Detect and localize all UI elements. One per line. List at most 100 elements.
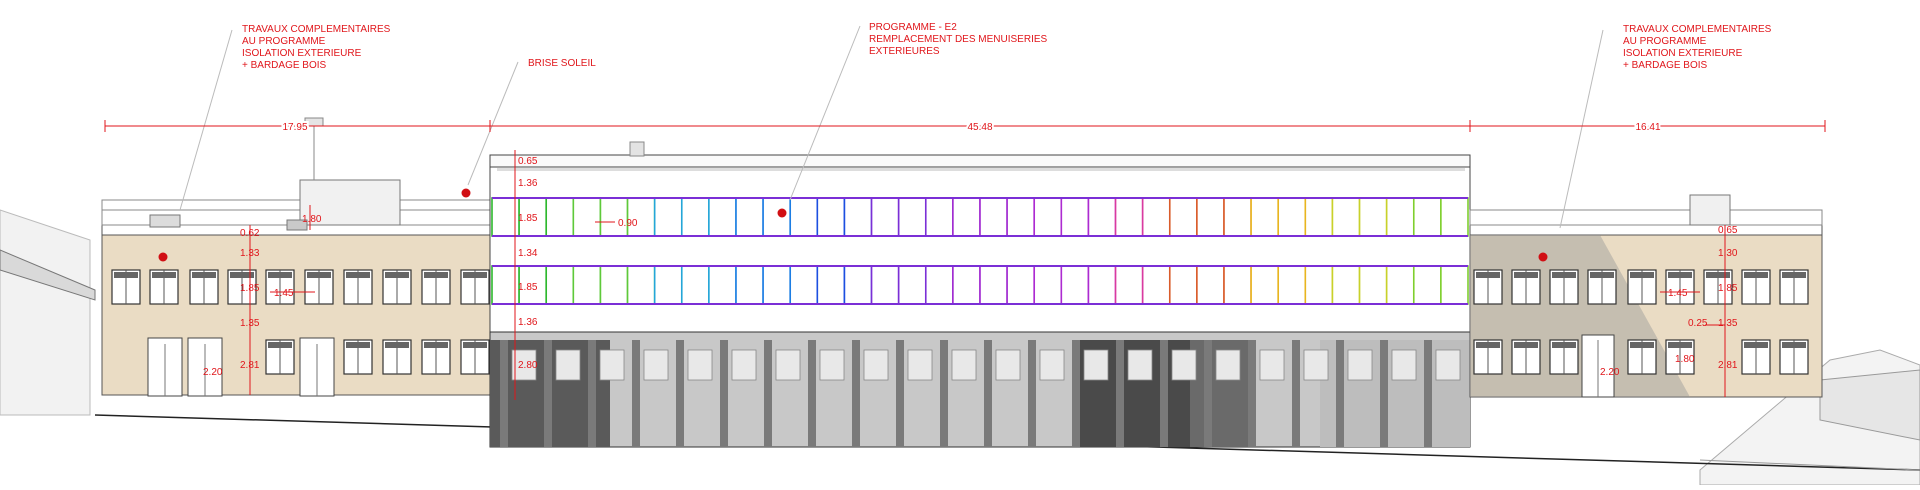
- colored-window: [1385, 197, 1415, 237]
- left-wing-lower-windows: [265, 339, 490, 375]
- pillar: [852, 340, 860, 447]
- pillar: [1292, 340, 1300, 447]
- window-frame-top: [307, 272, 331, 278]
- colored-window: [1223, 197, 1252, 237]
- right-wing-upper-windows: [1473, 269, 1809, 305]
- annotation-left-cladding: TRAVAUX COMPLEMENTAIRES AU PROGRAMME ISO…: [242, 24, 390, 72]
- annotation-line: ISOLATION EXTERIEURE: [242, 48, 362, 59]
- colored-window: [653, 197, 683, 237]
- colored-window: [762, 265, 792, 305]
- annotation-line: BRISE SOLEIL: [528, 58, 596, 69]
- dim-left-top-parapet: 0.62: [240, 228, 260, 239]
- ground-window: [1215, 349, 1241, 381]
- annotation-line: TRAVAUX COMPLEMENTAIRES: [242, 24, 391, 35]
- dim-left-ground: 2.81: [240, 360, 260, 371]
- ground-window: [951, 349, 977, 381]
- window-frame-top: [1590, 272, 1614, 278]
- colored-window: [653, 265, 683, 305]
- window-frame-top: [152, 272, 176, 278]
- colored-window: [870, 197, 900, 237]
- dim-left-rooftop: 1.80: [302, 214, 322, 225]
- window-frame-top: [114, 272, 138, 278]
- ground-window: [995, 349, 1021, 381]
- dim-right-offset: 0.25: [1688, 318, 1708, 329]
- dim-center-parapet: 0.65: [518, 156, 538, 167]
- pillar: [940, 340, 948, 447]
- annotation-line: REMPLACEMENT DES MENUISERIES: [869, 34, 1048, 45]
- left-wing-upper-windows: [111, 269, 490, 305]
- pillar: [1116, 340, 1124, 447]
- annotation-center-program: PROGRAMME - E2 REMPLACEMENT DES MENUISER…: [869, 22, 1047, 58]
- colored-window: [1358, 197, 1388, 237]
- dim-center-band2: 1.34: [518, 248, 538, 259]
- dim-right-top-parapet: 0.65: [1718, 225, 1738, 236]
- center-ground-pillars: [500, 340, 1461, 447]
- dim-center-pier: 0.90: [618, 218, 638, 229]
- window-frame-top: [1668, 342, 1692, 348]
- colored-window: [1331, 265, 1361, 305]
- colored-window: [789, 265, 819, 305]
- colored-window: [1033, 265, 1063, 305]
- colored-window: [897, 197, 927, 237]
- window-frame-top: [1744, 342, 1768, 348]
- pillar: [764, 340, 772, 447]
- pillar: [1204, 340, 1212, 447]
- window-frame-top: [424, 342, 448, 348]
- pillar: [544, 340, 552, 447]
- right-wing-lower-windows: [1473, 339, 1809, 375]
- colored-window: [1168, 197, 1198, 237]
- red-markers: [158, 188, 1548, 262]
- colored-window: [897, 265, 927, 305]
- window-frame-top: [1630, 342, 1654, 348]
- colored-window: [545, 265, 575, 305]
- colored-window: [979, 265, 1008, 305]
- window-frame-top: [463, 272, 487, 278]
- colored-window: [1087, 265, 1117, 305]
- colored-window: [626, 265, 656, 305]
- ground-window: [1171, 349, 1197, 381]
- colored-window: [924, 197, 954, 237]
- overall-dimension-line: [104, 120, 1826, 132]
- dim-center-ground: 2.80: [518, 360, 538, 371]
- colored-window: [762, 197, 792, 237]
- window-frame-top: [268, 342, 292, 348]
- pillar: [500, 340, 508, 447]
- colored-window: [1114, 265, 1144, 305]
- ground-window: [1435, 349, 1461, 381]
- window-frame-top: [1782, 272, 1806, 278]
- pillar: [984, 340, 992, 447]
- colored-window: [816, 197, 846, 237]
- colored-window: [1385, 265, 1415, 305]
- pillar: [1424, 340, 1432, 447]
- window-frame-top: [346, 342, 370, 348]
- annotation-line: ISOLATION EXTERIEURE: [1623, 48, 1743, 59]
- leader-lines: [179, 25, 1604, 229]
- pillar: [632, 340, 640, 447]
- window-frame-top: [1476, 272, 1500, 278]
- annotation-brise-soleil: BRISE SOLEIL: [528, 58, 596, 70]
- colored-window: [1168, 265, 1198, 305]
- ground-window: [511, 349, 537, 381]
- colored-window: [735, 265, 764, 305]
- window-frame-top: [1552, 342, 1576, 348]
- ground-window: [1127, 349, 1153, 381]
- ground-window: [1347, 349, 1373, 381]
- dim-right-door: 2.20: [1600, 367, 1620, 378]
- ground-window: [731, 349, 757, 381]
- window-frame-top: [1476, 342, 1500, 348]
- center-row1-windows: [491, 197, 1469, 237]
- colored-window: [1196, 265, 1225, 305]
- dim-right-win-low: 1.80: [1675, 354, 1695, 365]
- ground-window: [599, 349, 625, 381]
- colored-window: [1277, 265, 1307, 305]
- annotation-line: AU PROGRAMME: [242, 36, 326, 47]
- colored-window: [1141, 265, 1171, 305]
- colored-window: [708, 197, 737, 237]
- dim-right-level1: 1.30: [1718, 248, 1738, 259]
- colored-window: [789, 197, 819, 237]
- colored-window: [599, 197, 629, 237]
- dim-right-sill: 1.35: [1718, 318, 1738, 329]
- annotation-line: + BARDAGE BOIS: [1623, 60, 1708, 71]
